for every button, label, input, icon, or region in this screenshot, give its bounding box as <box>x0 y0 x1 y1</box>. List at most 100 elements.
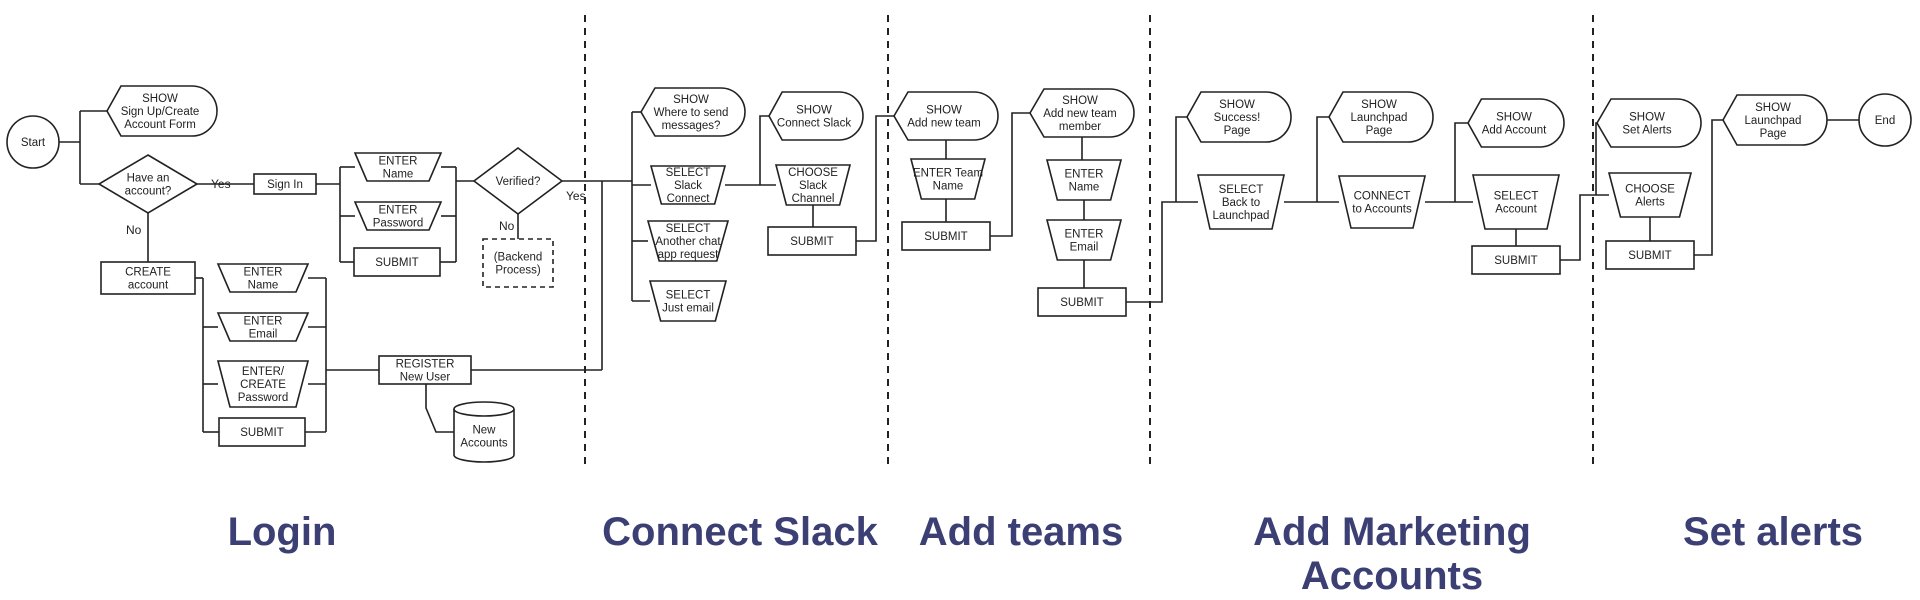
connector-line <box>1595 122 1597 195</box>
node-end: End <box>1858 93 1912 147</box>
node-label: Slack <box>799 180 827 192</box>
node-label: Name <box>248 280 279 292</box>
node-label: Success! <box>1214 112 1261 124</box>
node-label: Page <box>1366 125 1393 137</box>
node-label: ENTER <box>244 267 283 279</box>
node-label: Process) <box>495 265 541 277</box>
node-label: CHOOSE <box>1625 184 1675 196</box>
node-label: Set Alerts <box>1622 125 1671 137</box>
node-alerts-submit: SUBMIT <box>1605 240 1695 270</box>
node-label: New <box>472 425 496 437</box>
node-label: Add Account <box>1482 125 1547 137</box>
section-title: Connect Slack <box>602 510 878 554</box>
section-title: Add teams <box>919 510 1124 554</box>
section-title: Login <box>228 510 337 554</box>
node-label: SHOW <box>926 105 962 117</box>
node-label: SELECT <box>666 167 711 179</box>
section-title: Set alerts <box>1683 510 1863 554</box>
node-label: Launchpad <box>1213 210 1270 222</box>
connector-line <box>1316 116 1329 202</box>
edge-label-have-account-no: No <box>126 223 142 237</box>
node-label: ENTER <box>1065 229 1104 241</box>
node-label: ENTER <box>244 316 283 328</box>
edge-label-verified-yes: Yes <box>566 189 586 203</box>
connector-line <box>425 384 454 433</box>
node-label: Where to send <box>654 107 729 119</box>
node-label: Have an <box>127 173 170 185</box>
node-label: Account <box>1495 204 1537 216</box>
section-separators <box>584 15 1594 470</box>
node-label: CREATE <box>240 379 286 391</box>
node-label: Name <box>1069 182 1100 194</box>
node-label: ENTER/ <box>242 366 285 378</box>
node-label: Email <box>249 329 278 341</box>
node-label: Back to <box>1222 197 1260 209</box>
node-account-submit: SUBMIT <box>1471 245 1561 275</box>
connector-line <box>1126 201 1198 303</box>
node-login-submit: SUBMIT <box>353 247 441 277</box>
node-label: SELECT <box>666 290 711 302</box>
node-label: SUBMIT <box>790 236 833 248</box>
node-label: ENTER Team <box>913 168 983 180</box>
node-label: ENTER <box>379 156 418 168</box>
node-start: Start <box>6 115 60 169</box>
edge-label-have-account-yes: Yes <box>211 177 231 191</box>
connector-line <box>1175 116 1187 202</box>
node-label: SHOW <box>142 93 178 105</box>
node-label: Channel <box>792 193 835 205</box>
node-label: Alerts <box>1635 197 1665 209</box>
node-label: Launchpad <box>1745 115 1802 127</box>
node-label: Connect <box>667 193 711 205</box>
edge-label-verified-no: No <box>499 219 515 233</box>
node-member-submit: SUBMIT <box>1037 287 1127 317</box>
node-sign-in: Sign In <box>253 173 317 195</box>
node-label: Password <box>238 392 289 404</box>
node-team-submit: SUBMIT <box>901 221 991 251</box>
node-label: SHOW <box>1629 112 1665 124</box>
node-label: to Accounts <box>1352 204 1412 216</box>
node-label: account? <box>125 186 172 198</box>
section-title: Accounts <box>1301 554 1483 598</box>
node-label: ENTER <box>1065 169 1104 181</box>
node-label: SELECT <box>666 223 711 235</box>
node-label: SUBMIT <box>240 427 283 439</box>
node-label: SHOW <box>1219 99 1255 111</box>
node-label: End <box>1875 115 1895 127</box>
connector-line <box>856 115 894 242</box>
node-label: Add new team <box>907 118 981 130</box>
node-label: SHOW <box>1496 112 1532 124</box>
node-label: Accounts <box>460 438 508 450</box>
node-label: member <box>1059 121 1101 133</box>
node-slack-submit: SUBMIT <box>767 226 857 256</box>
node-label: New User <box>400 372 451 384</box>
node-label: SUBMIT <box>1494 255 1537 267</box>
node-label: SHOW <box>796 105 832 117</box>
node-label: ENTER <box>379 205 418 217</box>
connector-line <box>759 115 769 185</box>
node-label: Add new team <box>1043 108 1117 120</box>
node-label: Sign In <box>267 179 303 191</box>
node-label: Just email <box>662 303 714 315</box>
node-label: Account Form <box>124 119 196 131</box>
